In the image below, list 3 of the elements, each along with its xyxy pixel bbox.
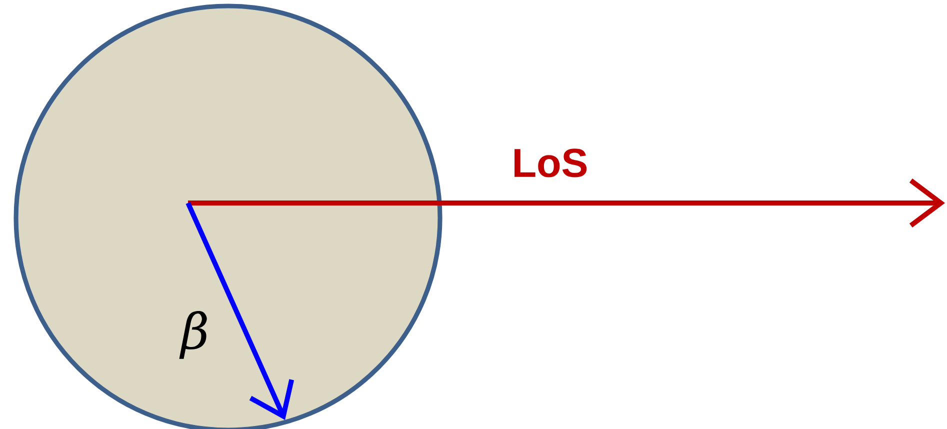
sphere-circle	[14, 4, 442, 429]
arrow-label: β	[179, 311, 207, 359]
arrow-label: LoS	[514, 148, 587, 178]
